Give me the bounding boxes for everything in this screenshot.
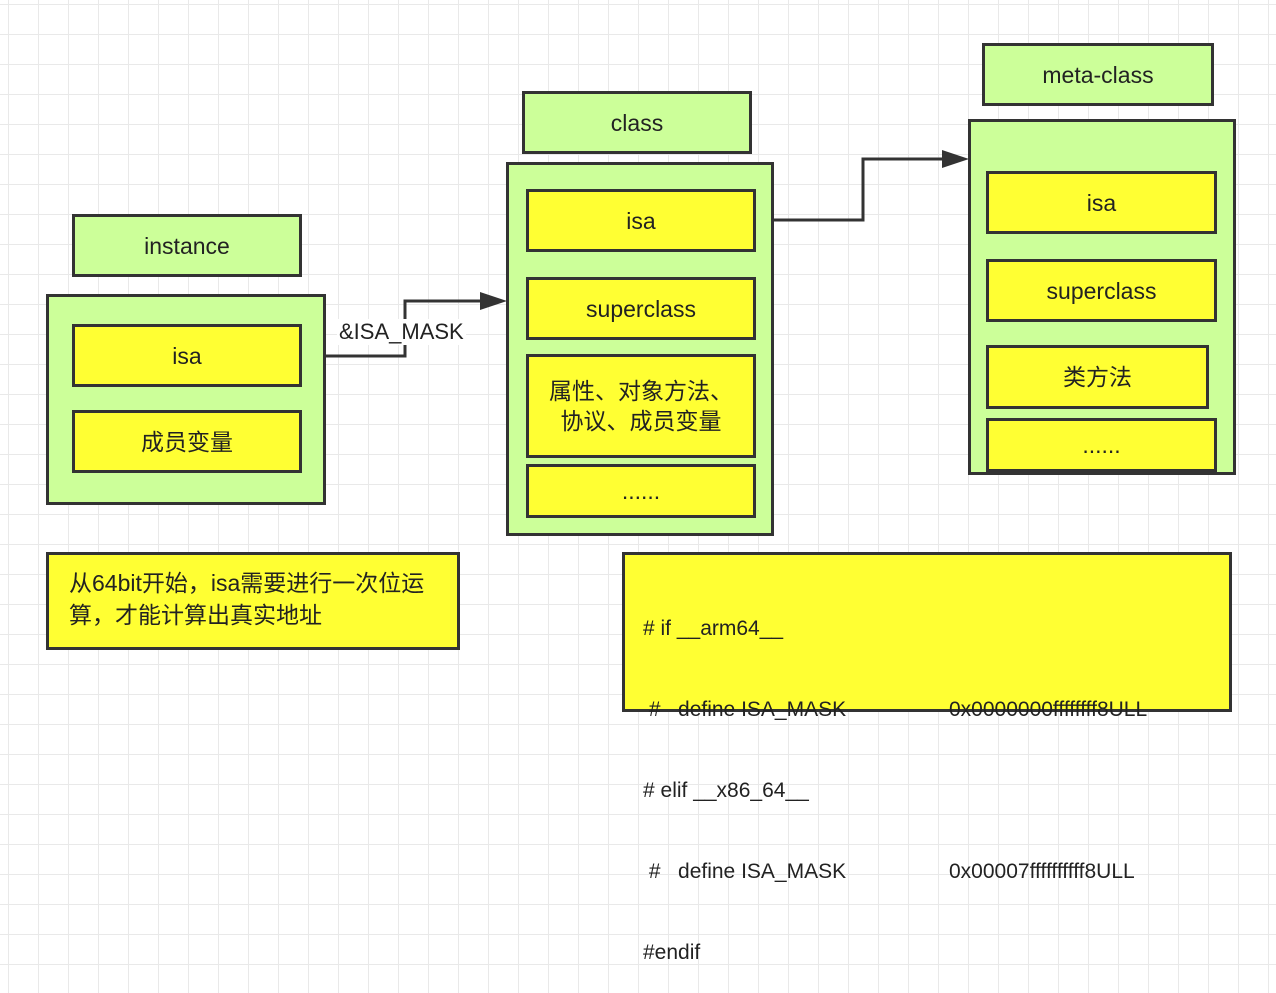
class-title: class xyxy=(522,91,752,154)
code-line: # if __arm64__ xyxy=(643,615,1211,642)
code-line: # define ISA_MASK 0x00007ffffffffff8ULL xyxy=(643,858,1211,885)
metaclass-field-isa: isa xyxy=(986,171,1217,234)
isa-mask-edge-label: &ISA_MASK xyxy=(337,319,466,345)
metaclass-title: meta-class xyxy=(982,43,1214,106)
instance-title: instance xyxy=(72,214,302,277)
code-value: 0x00007ffffffffff8ULL xyxy=(949,860,1135,883)
code-text: # elif __x86_64__ xyxy=(643,779,809,802)
class-isa-to-metaclass-arrow xyxy=(755,157,962,222)
isa-note-text: 从64bit开始，isa需要进行一次位运算，才能计算出真实地址 xyxy=(69,570,425,628)
code-line: # define ISA_MASK 0x0000000ffffffff8ULL xyxy=(643,696,1211,723)
isa-mask-code-block: # if __arm64__ # define ISA_MASK 0x000000… xyxy=(622,552,1232,964)
code-text: #endif xyxy=(643,941,701,964)
code-line: #endif xyxy=(643,939,1211,966)
instance-field-isa: isa xyxy=(72,324,302,387)
class-field-more: ...... xyxy=(526,464,756,518)
class-field-members: 属性、对象方法、协议、成员变量 xyxy=(526,354,756,458)
class-field-isa: isa xyxy=(526,189,756,252)
class-field-superclass: superclass xyxy=(526,277,756,340)
code-text: # if __arm64__ xyxy=(643,617,784,640)
code-line: # elif __x86_64__ xyxy=(643,777,1211,804)
isa-note: 从64bit开始，isa需要进行一次位运算，才能计算出真实地址 xyxy=(46,552,460,650)
code-text: # define ISA_MASK xyxy=(643,698,847,721)
metaclass-field-more: ...... xyxy=(986,418,1217,472)
metaclass-field-superclass: superclass xyxy=(986,259,1217,322)
code-text: # define ISA_MASK xyxy=(643,860,847,883)
metaclass-field-class-methods: 类方法 xyxy=(986,345,1209,409)
arrowhead-icon xyxy=(942,150,969,168)
arrowhead-icon xyxy=(480,292,507,310)
instance-field-ivars: 成员变量 xyxy=(72,410,302,473)
code-value: 0x0000000ffffffff8ULL xyxy=(949,698,1148,721)
